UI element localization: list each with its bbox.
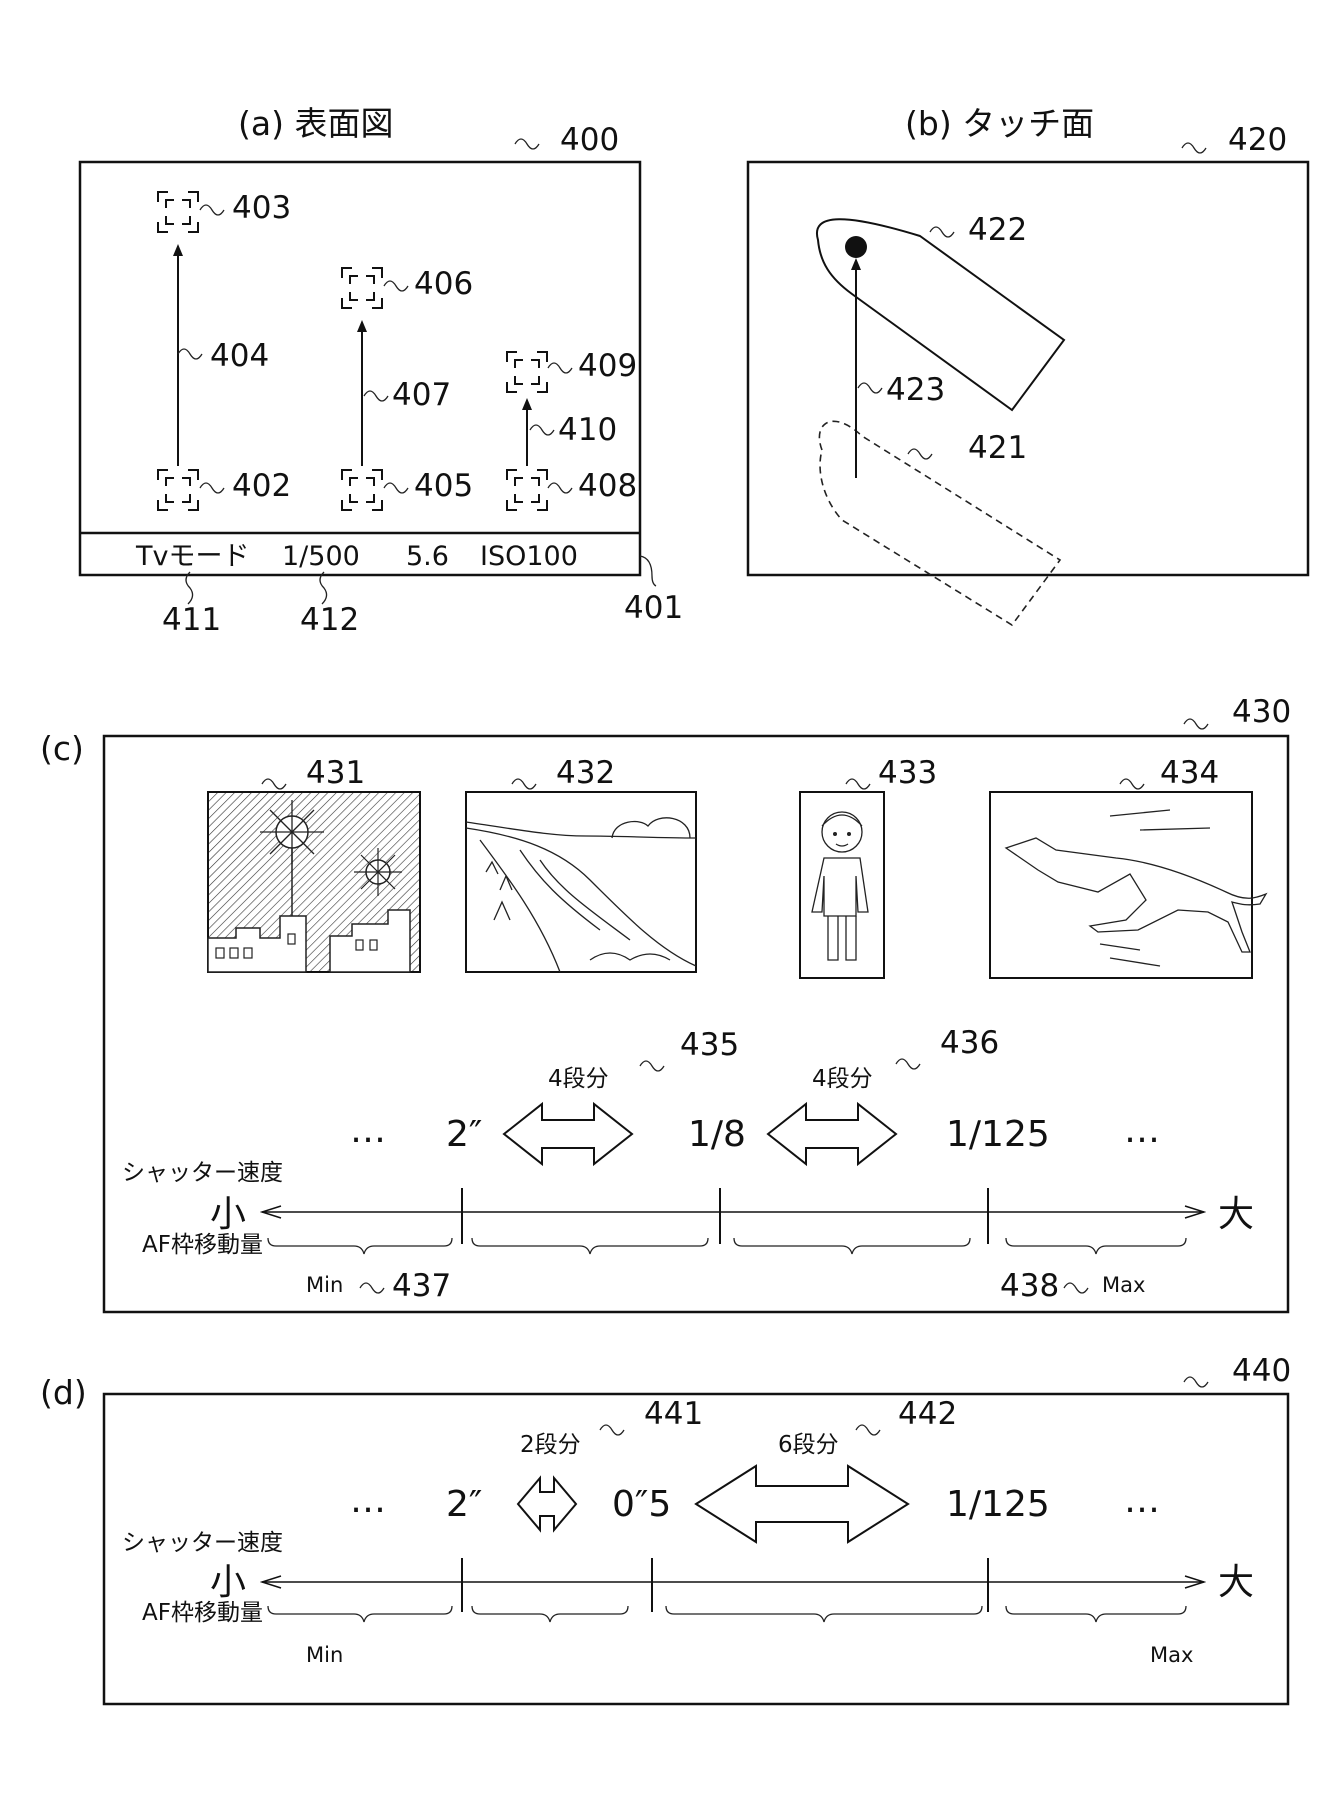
fireworks-scene: 431 <box>207 755 421 973</box>
step-label-436: 4段分 <box>812 1066 873 1092</box>
step-label-435: 4段分 <box>548 1066 609 1092</box>
ref-441: 441 <box>644 1396 703 1432</box>
af-braces-d <box>267 1605 1187 1623</box>
af-move-label-c: AF枠移動量 <box>142 1232 263 1258</box>
panel-c: (c) 430 431 <box>40 694 1291 1314</box>
min-label-c: Min <box>306 1273 343 1297</box>
min-label-d: Min <box>306 1643 343 1667</box>
ref-422: 422 <box>968 212 1027 248</box>
speed-1-125-c: 1/125 <box>946 1114 1050 1155</box>
step-arrow-442 <box>694 1464 910 1544</box>
max-label-d: Max <box>1150 1643 1193 1667</box>
ref-407: 407 <box>392 377 451 413</box>
small-label-c: 小 <box>210 1194 246 1235</box>
speed-step-frame <box>102 1392 1290 1706</box>
ref-433: 433 <box>878 755 937 791</box>
af-move-label-d: AF枠移動量 <box>142 1600 263 1626</box>
af-frame-402 <box>157 469 199 511</box>
large-label-c: 大 <box>1218 1194 1254 1235</box>
status-shutter: 1/500 <box>282 541 360 572</box>
panel-b-title: (b) タッチ面 <box>905 104 1094 143</box>
ref-411: 411 <box>162 602 221 638</box>
scene-speed-frame <box>102 734 1290 1314</box>
ref-405: 405 <box>414 468 473 504</box>
touch-point <box>845 236 867 258</box>
ref-430: 430 <box>1232 694 1291 730</box>
speed-1-8: 1/8 <box>688 1114 746 1155</box>
af-frame-409 <box>506 351 548 393</box>
speed-2sec-d: 2″ <box>446 1484 482 1525</box>
shutter-speed-label-c: シャッター速度 <box>122 1160 283 1186</box>
ref-408: 408 <box>578 468 637 504</box>
large-label-d: 大 <box>1218 1562 1254 1603</box>
af-frame-403 <box>157 191 199 233</box>
status-mode: Tvモード <box>135 541 249 572</box>
ref-431: 431 <box>306 755 365 791</box>
panel-d: (d) 440 … 2″ 0″5 1/125 … 2段分 441 6段分 442… <box>40 1353 1291 1706</box>
step-arrow-441 <box>516 1475 578 1533</box>
running-dog-scene: 434 <box>989 755 1268 979</box>
ref-421: 421 <box>968 430 1027 466</box>
max-label-c: Max <box>1102 1273 1145 1297</box>
ref-423: 423 <box>886 372 945 408</box>
status-aperture: 5.6 <box>406 541 449 572</box>
step-arrow-435 <box>502 1101 634 1167</box>
ref-404: 404 <box>210 338 269 374</box>
start-finger-outline <box>818 420 1062 627</box>
ref-420: 420 <box>1228 122 1287 158</box>
shutter-speed-label-d: シャッター速度 <box>122 1530 283 1556</box>
ref-412: 412 <box>300 602 359 638</box>
speed-2sec-c: 2″ <box>446 1114 482 1155</box>
af-braces-c <box>267 1237 1187 1255</box>
ref-442: 442 <box>898 1396 957 1432</box>
ref-435: 435 <box>680 1027 739 1063</box>
ref-434: 434 <box>1160 755 1219 791</box>
end-finger-outline <box>815 218 1066 412</box>
af-frame-405 <box>341 469 383 511</box>
af-frame-408 <box>506 469 548 511</box>
ref-438: 438 <box>1000 1268 1059 1304</box>
panel-b: (b) タッチ面 420 422 423 421 <box>746 104 1310 627</box>
ref-400: 400 <box>560 122 619 158</box>
ref-436: 436 <box>940 1025 999 1061</box>
panel-a: (a) 表面図 400 403 406 409 402 405 408 404 … <box>78 104 683 638</box>
ref-409: 409 <box>578 348 637 384</box>
status-iso: ISO100 <box>480 541 578 572</box>
ellipsis-right-c: … <box>1124 1110 1160 1151</box>
panel-a-title: (a) 表面図 <box>238 104 393 143</box>
ref-406: 406 <box>414 266 473 302</box>
touch-surface <box>746 160 1310 577</box>
ref-440: 440 <box>1232 1353 1291 1389</box>
ellipsis-left-c: … <box>350 1110 386 1151</box>
ellipsis-left-d: … <box>350 1480 386 1521</box>
ellipsis-right-d: … <box>1124 1480 1160 1521</box>
ref-401: 401 <box>624 590 683 626</box>
af-frame-406 <box>341 267 383 309</box>
portrait-scene: 433 <box>799 755 937 979</box>
small-label-d: 小 <box>210 1562 246 1603</box>
ref-432: 432 <box>556 755 615 791</box>
panel-c-label: (c) <box>40 729 84 768</box>
ref-437: 437 <box>392 1268 451 1304</box>
landscape-scene: 432 <box>465 755 697 973</box>
ref-402: 402 <box>232 468 291 504</box>
step-label-441: 2段分 <box>520 1432 581 1458</box>
display-frame <box>78 160 642 577</box>
ref-403: 403 <box>232 190 291 226</box>
speed-1-125-d: 1/125 <box>946 1484 1050 1525</box>
ref-410: 410 <box>558 412 617 448</box>
step-arrow-436 <box>766 1101 898 1167</box>
speed-0-5sec: 0″5 <box>612 1484 671 1525</box>
panel-d-label: (d) <box>40 1373 87 1412</box>
step-label-442: 6段分 <box>778 1432 839 1458</box>
